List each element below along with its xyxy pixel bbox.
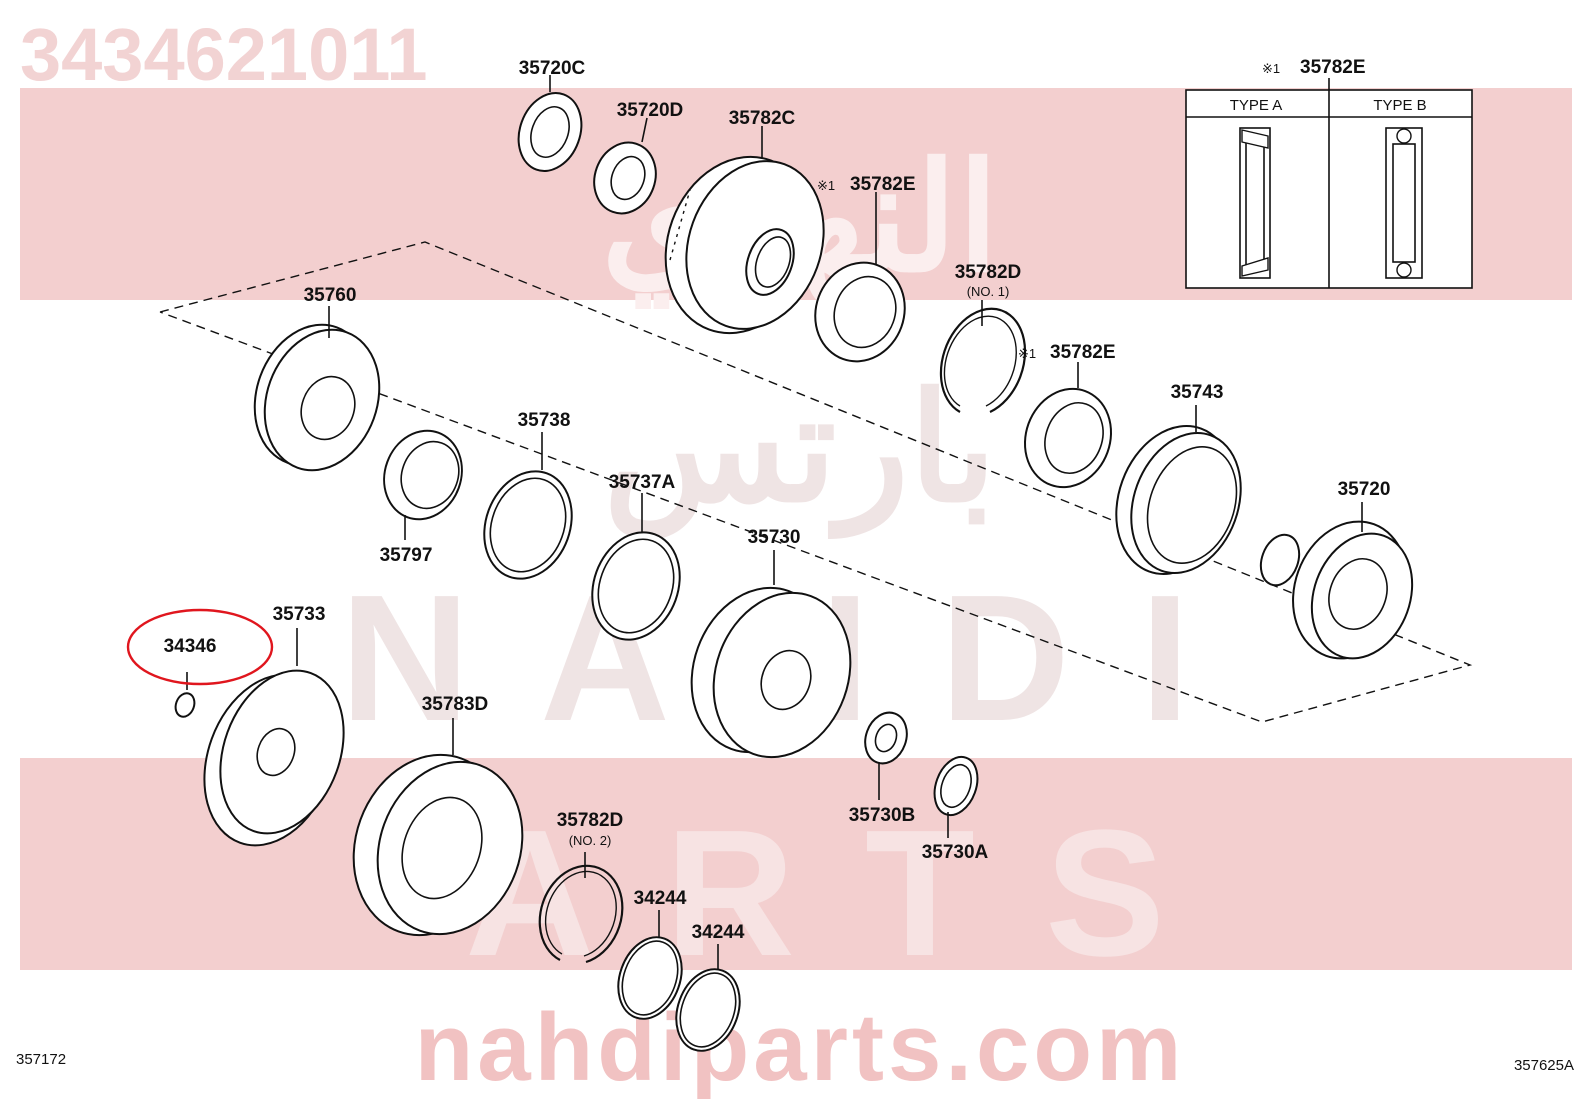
label-35782D-2-sub: (NO. 2)	[569, 833, 612, 848]
footer-left-code: 357172	[16, 1051, 66, 1068]
label-35737A: 35737A	[609, 472, 676, 493]
highlight-ring	[126, 608, 274, 686]
label-35782E-1: 35782E	[850, 174, 916, 195]
part-35743	[1115, 405, 1242, 575]
dashed-group-outline	[159, 241, 1473, 723]
label-35797: 35797	[380, 545, 433, 566]
bearing-type-inset: TYPE A TYPE B ※1 35782E	[1185, 57, 1473, 289]
label-35782D-1-sub: (NO. 1)	[967, 284, 1010, 299]
label-35743: 35743	[1171, 382, 1224, 403]
label-34244-1: 34244	[634, 888, 687, 909]
label-35782D-1: 35782D	[955, 262, 1022, 283]
label-35783D: 35783D	[422, 694, 489, 715]
part-35782E-upper	[814, 192, 906, 363]
label-35720D: 35720D	[617, 100, 684, 121]
part-35730A	[933, 755, 979, 838]
label-34244-2: 34244	[692, 922, 745, 943]
label-35730B: 35730B	[849, 805, 916, 826]
part-35733	[203, 628, 345, 847]
part-35720D	[593, 117, 657, 215]
part-35760	[253, 306, 381, 472]
part-34346	[174, 672, 196, 718]
label-35720C: 35720C	[519, 58, 586, 79]
label-35782D-2: 35782D	[557, 810, 624, 831]
inset-mark: ※1	[1262, 61, 1280, 76]
label-35733: 35733	[273, 604, 326, 625]
label-35760: 35760	[304, 285, 357, 306]
label-35782C: 35782C	[729, 108, 796, 129]
part-35720	[1259, 502, 1414, 660]
footer-right-code: 357625A	[1514, 1057, 1574, 1074]
part-34244-a	[617, 910, 683, 1020]
watermark-arabic-sub: بارتس	[604, 364, 997, 539]
label-34346: 34346	[164, 636, 217, 657]
part-35783D	[352, 718, 524, 937]
part-35782D-no1	[939, 300, 1027, 413]
mark-35782E-2: ※1	[1018, 346, 1036, 361]
part-35738	[483, 432, 573, 580]
part-35730	[690, 550, 852, 759]
part-35720C	[517, 75, 583, 172]
watermark-url: nahdiparts.com	[415, 994, 1186, 1099]
part-35782D-no2	[538, 852, 624, 964]
part-35797	[383, 429, 463, 540]
part-35782C	[664, 126, 825, 335]
part-35737A	[591, 493, 681, 641]
part-34244-b	[675, 944, 741, 1052]
part-number-watermark: 3434621011	[20, 13, 427, 96]
type-b-label: TYPE B	[1373, 97, 1426, 114]
label-35782E-2: 35782E	[1050, 342, 1116, 363]
label-35720: 35720	[1338, 479, 1391, 500]
label-35730: 35730	[748, 527, 801, 548]
part-35730B	[864, 711, 908, 800]
part-35782E-lower	[1023, 362, 1113, 489]
label-35738: 35738	[518, 410, 571, 431]
type-a-label: TYPE A	[1230, 97, 1283, 114]
label-35730A: 35730A	[922, 842, 989, 863]
watermark-line2: ARTS	[465, 793, 1235, 994]
mark-35782E-1: ※1	[817, 178, 835, 193]
inset-part-label: 35782E	[1300, 57, 1366, 78]
